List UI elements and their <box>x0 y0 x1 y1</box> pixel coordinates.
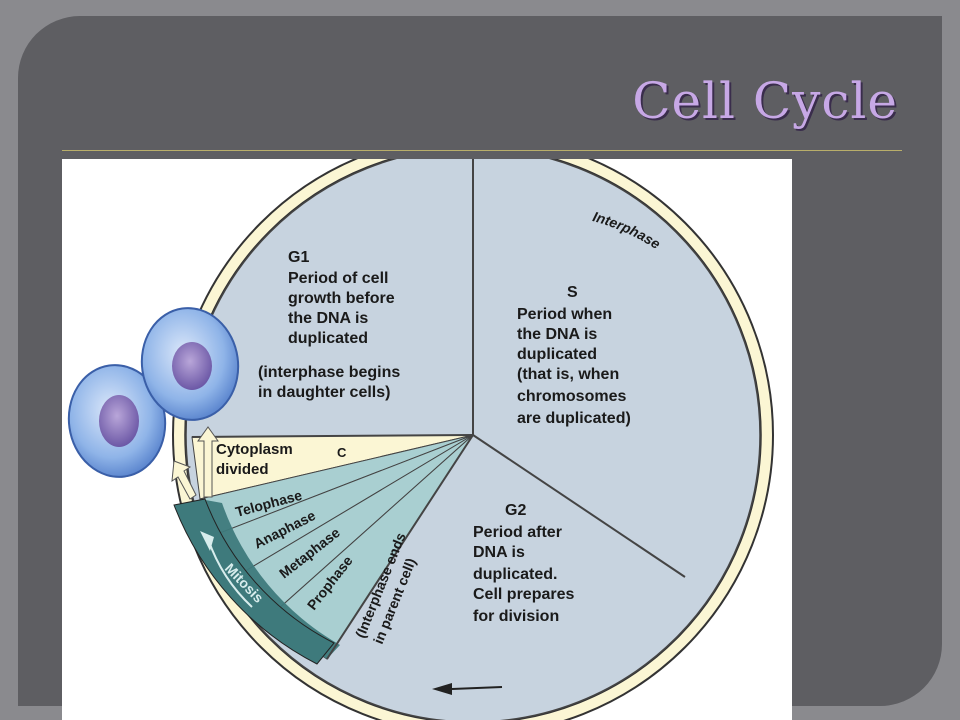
g1-note: in daughter cells) <box>258 384 390 401</box>
s-line: (that is, when <box>517 366 619 383</box>
nucleus <box>172 342 212 390</box>
mitosis-band <box>200 499 340 659</box>
g1-line: the DNA is <box>288 310 368 327</box>
cycle-direction-arrow-icon <box>451 686 503 690</box>
g2-block: G2 Period after DNA is duplicated. Cell … <box>473 502 574 625</box>
g1-line: growth before <box>288 290 395 307</box>
g2-line: DNA is <box>473 544 525 561</box>
g1-line: Period of cell <box>288 270 388 287</box>
slide-title: Cell Cycle <box>632 72 898 130</box>
s-line: chromosomes <box>517 388 626 405</box>
s-heading: S <box>567 284 578 301</box>
s-line: duplicated <box>517 346 597 363</box>
g1-block: G1 Period of cell growth before the DNA … <box>258 249 400 401</box>
cycle-direction-arrowhead <box>432 683 452 695</box>
s-line: Period when <box>517 306 612 323</box>
nucleus <box>99 395 139 447</box>
g2-line: duplicated. <box>473 566 557 583</box>
cell-cycle-diagram: Interphase G1 Period of cell growth befo… <box>62 159 792 720</box>
s-line: the DNA is <box>517 326 597 343</box>
cytokinesis-marker: C <box>337 445 347 460</box>
g1-heading: G1 <box>288 249 309 266</box>
title-divider <box>62 150 902 151</box>
s-line: are duplicated) <box>517 410 631 427</box>
mitosis-phases <box>199 434 474 660</box>
daughter-cell <box>140 307 240 421</box>
g1-line: duplicated <box>288 330 368 347</box>
g2-line: Cell prepares <box>473 586 574 603</box>
cytokinesis-line: Cytoplasm <box>216 441 293 458</box>
g2-heading: G2 <box>505 502 526 519</box>
s-block: S Period when the DNA is duplicated (tha… <box>517 284 631 427</box>
cytokinesis-block: Cytoplasm divided C <box>216 441 347 478</box>
daughter-cell <box>67 364 167 478</box>
g1-note: (interphase begins <box>258 364 400 381</box>
g2-line: Period after <box>473 524 562 541</box>
division-arrows <box>171 426 219 500</box>
g2-line: for division <box>473 608 559 625</box>
mitosis-band-outer <box>173 498 335 665</box>
mitosis-arrow-shaft <box>207 538 253 608</box>
cytokinesis-line: divided <box>216 461 269 478</box>
sector-dividers <box>191 159 686 660</box>
